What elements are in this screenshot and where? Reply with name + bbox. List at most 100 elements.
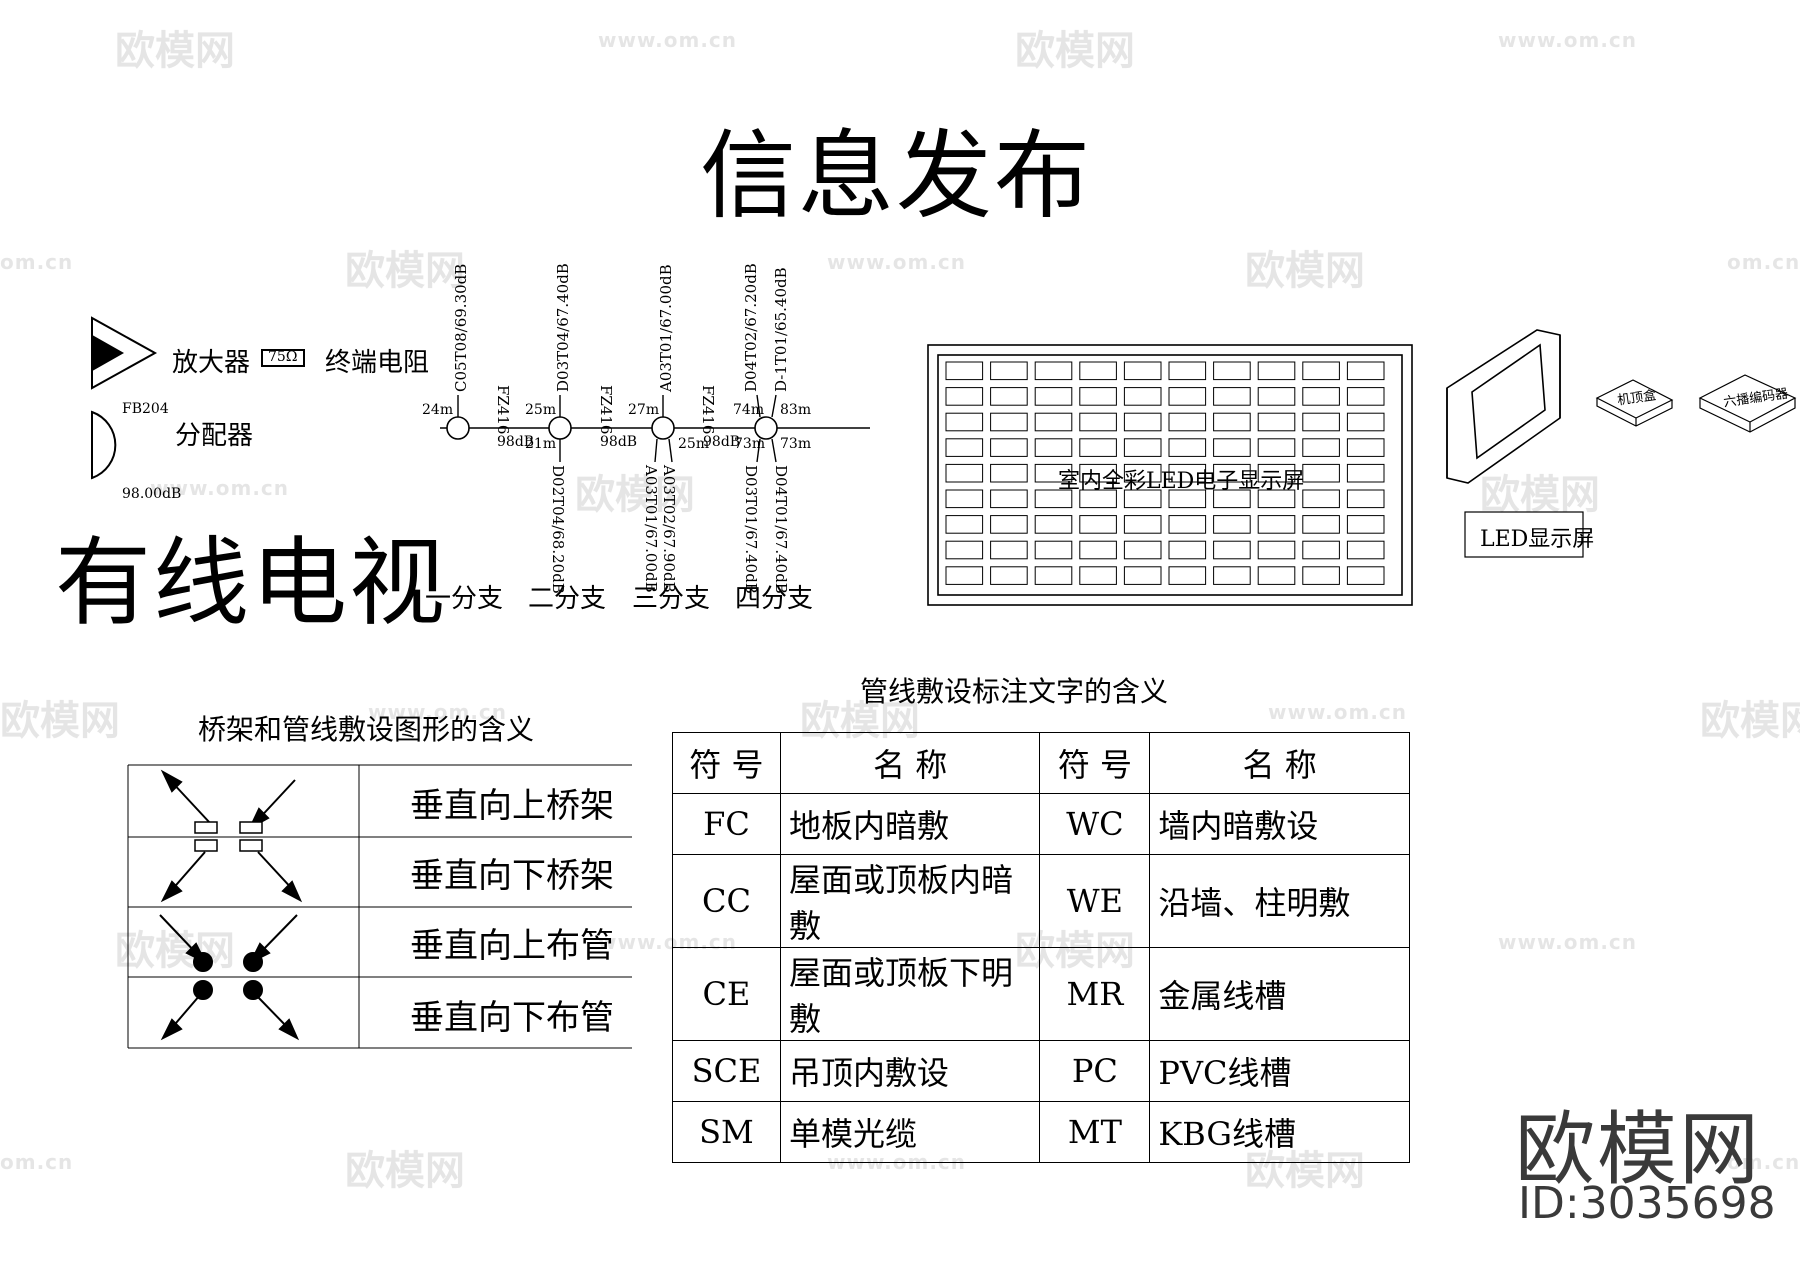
led-grid-cell [1213,438,1251,457]
row-2-code-1: CC [672,854,781,948]
splitter-level: 98.00dB [122,486,182,502]
branch4-level: 98dB [703,434,741,450]
row-4-name-1: 吊顶内敷设 [779,1040,1041,1102]
led-grid-cell [1079,515,1117,534]
led-grid-cell [1257,438,1296,457]
led-grid-cell [1034,412,1073,432]
led-grid-cell [1079,361,1117,381]
led-grid-cell [990,412,1028,432]
led-grid-cell [1346,412,1385,432]
led-grid-cell [1034,387,1073,406]
cable-tv-title: 有线电视 [55,527,447,639]
led-grid-cell [945,515,984,534]
led-grid-cell [1079,540,1117,560]
led-grid-cell [1034,438,1073,457]
tray-row-4: 垂直向下布管 [410,998,614,1038]
tray-legend-caption: 桥架和管线敷设图形的含义 [198,713,535,746]
splitter-label: 分配器 [175,421,254,451]
tap-circles [446,416,778,440]
led-grid-cell [1168,566,1207,585]
led-grid-cell [1213,387,1251,406]
led-grid-cell [1123,463,1162,483]
encoder-icon [1698,374,1797,433]
led-grid-cell [1346,515,1385,534]
vertical-down-tray-icon [160,851,303,903]
table-header-row: 符 号 名 称 符 号 名 称 [672,732,1410,794]
row-2-code-2: WE [1039,854,1151,948]
branch4-name: 四分支 [735,584,814,614]
led-grid-cell [1079,566,1117,585]
led-grid-cell [1257,540,1296,560]
led-grid-cell [1346,438,1385,457]
led-grid-cell [945,489,984,509]
branch4-top-tag-1: D04T02/67.20dB [742,263,760,392]
brand-name: 欧模网 [1515,1103,1761,1196]
led-grid-cell [945,540,984,560]
tray-boxes [194,821,263,852]
resistor-value: 75Ω [268,349,298,365]
led-grid-cell [1079,438,1117,457]
led-grid-cell [1123,566,1162,585]
led-grid-cell [1302,463,1340,483]
row-5-code-2: MT [1039,1101,1151,1163]
row-2-name-1: 屋面或顶板内暗敷 [779,854,1041,948]
led-grid-cell [1346,361,1385,381]
resistor-icon [261,349,305,367]
branch2-level: 98dB [497,434,535,450]
branch2-bottom-tag: D02T04/68.20dB [549,465,567,594]
led-grid-cell [945,361,984,381]
led-grid-cell [945,566,984,585]
brand-id: ID:3035698 [1518,1178,1776,1229]
row-3-code-1: CE [672,947,781,1041]
led-grid-cell [1168,489,1207,509]
led-grid-cell [1213,515,1251,534]
branch3-cable: FZ416 [597,385,615,435]
led-grid [945,361,1385,585]
info-release-title: 信息发布 [700,120,1092,232]
branch4-bottom-tag-2: D04T01/67.40dB [772,465,790,594]
row-5-name-2: KBG线槽 [1149,1101,1410,1163]
led-grid-cell [1213,566,1251,585]
led-grid-cell [1123,489,1162,509]
led-grid-cell [1346,566,1385,585]
led-grid-cell [945,387,984,406]
led-grid-cell [1257,489,1296,509]
led-grid-cell [1302,489,1340,509]
splitter-code: FB204 [122,401,169,417]
vertical-up-tray-icon [160,769,296,831]
branch2-name: 二分支 [528,584,607,614]
led-grid-cell [1213,361,1251,381]
led-wall-screen [927,344,1413,606]
branch2-dist-right: 21m [525,436,557,452]
led-grid-cell [990,515,1028,534]
led-grid-cell [1346,463,1385,483]
branch4-dist-far-top: 83m [780,402,812,418]
led-grid-cell [1168,540,1207,560]
row-3-name-2: 金属线槽 [1149,947,1410,1041]
branch2-top-tag: D03T04/67.40dB [554,263,572,392]
led-grid-cell [1257,515,1296,534]
table-row: FC 地板内暗敷 WC 墙内暗敷设 [672,793,1410,855]
led-grid-cell [1168,412,1207,432]
branch1-top-tag: C05T08/69.30dB [452,263,470,392]
tray-row-2: 垂直向下桥架 [410,856,614,896]
led-grid-cell [990,387,1028,406]
wiring-legend-table: 符 号 名 称 符 号 名 称 FC 地板内暗敷 WC 墙内暗敷设 CC 屋面或… [672,732,1410,1163]
tray-row-3: 垂直向上布管 [410,926,614,966]
led-grid-cell [1123,387,1162,406]
header-name-1: 名 称 [779,732,1041,794]
led-grid-cell [1302,412,1340,432]
led-grid-cell [1213,540,1251,560]
led-grid-cell [945,438,984,457]
branch4-bottom-tag-1: D03T01/67.40dB [742,465,760,594]
led-grid-cell [990,566,1028,585]
row-1-code-1: FC [672,793,781,855]
led-grid-cell [1034,489,1073,509]
vertical-down-conduit-icon [160,980,300,1041]
led-grid-cell [990,463,1028,483]
led-grid-cell [1168,515,1207,534]
led-grid-cell [1034,463,1073,483]
led-grid-cell [1257,412,1296,432]
branch4-cable: FZ416 [699,385,717,435]
led-grid-cell [1034,515,1073,534]
